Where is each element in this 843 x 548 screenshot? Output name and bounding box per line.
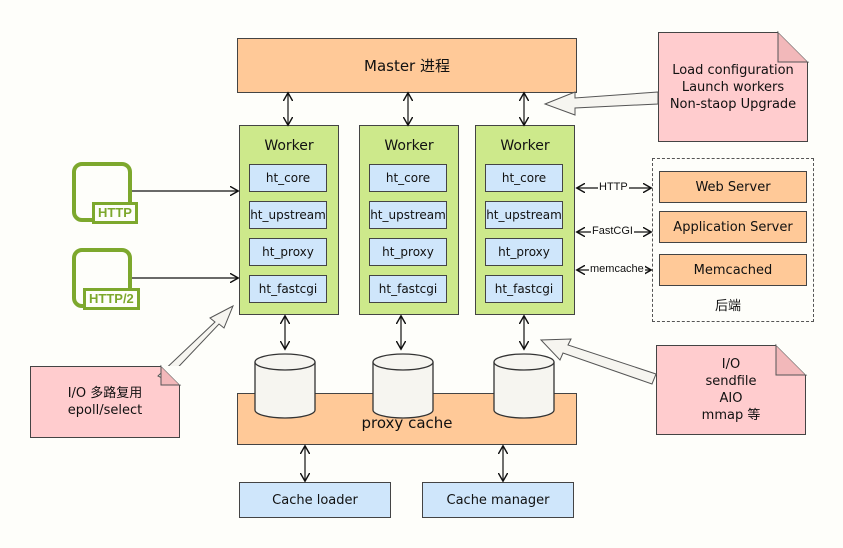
master-note-line: Non-staop Upgrade [669,96,797,112]
module-ht-fastcgi: ht_fastcgi [249,275,327,303]
module-ht-proxy: ht_proxy [369,238,447,266]
master-note-callout-arrow [543,91,659,116]
cache-manager-box: Cache manager [422,482,574,518]
module-ht-upstream: ht_upstream [249,201,327,229]
http2-tag: HTTP/2 [83,288,140,310]
worker-title: Worker [264,138,314,154]
cache-loader-label: Cache loader [272,492,358,508]
cache-loader-box: Cache loader [239,482,391,518]
module-label: ht_core [385,171,431,185]
module-label: ht_fastcgi [258,282,318,296]
module-ht-core: ht_core [369,164,447,192]
server-label: Web Server [695,179,771,195]
module-label: ht_proxy [382,245,434,259]
module-ht-fastcgi: ht_fastcgi [369,275,447,303]
cache-cylinder [254,353,316,419]
io-note-line: epoll/select [67,403,143,418]
module-label: ht_fastcgi [378,282,438,296]
memcached-box: Memcached [659,254,807,286]
module-ht-core: ht_core [485,164,563,192]
master-process-box: Master 进程 [237,38,577,93]
module-label: ht_fastcgi [494,282,554,296]
master-note-line: Load configuration [672,62,794,78]
module-label: ht_proxy [498,245,550,259]
io-note-line: I/O [721,357,741,372]
module-label: ht_core [501,171,547,185]
io-note-line: mmap 等 [701,408,761,423]
cache-cylinder [493,353,555,419]
io-note-line: AIO [719,391,743,406]
master-note-line: Launch workers [681,79,785,95]
io-note-line: sendfile [705,374,757,389]
module-ht-proxy: ht_proxy [249,238,327,266]
module-ht-proxy: ht_proxy [485,238,563,266]
io-multiplex-note: I/O 多路复用 epoll/select [30,366,180,438]
fastcgi-link-label: FastCGI [591,225,634,237]
server-label: Memcached [693,262,773,278]
http-tag: HTTP [92,202,138,224]
worker-title: Worker [500,138,550,154]
http-link-label: HTTP [598,181,629,193]
backend-label: 后端 [715,299,742,314]
memcache-link-label: memcache [589,263,645,275]
module-ht-fastcgi: ht_fastcgi [485,275,563,303]
cache-cylinder [372,353,434,419]
master-note: Load configuration Launch workers Non-st… [658,32,808,142]
cache-manager-label: Cache manager [446,492,550,508]
io-methods-callout-arrow [539,338,657,385]
worker-title: Worker [384,138,434,154]
module-ht-upstream: ht_upstream [369,201,447,229]
module-label: ht_core [265,171,311,185]
module-ht-upstream: ht_upstream [485,201,563,229]
web-server-box: Web Server [659,171,807,203]
application-server-box: Application Server [659,211,807,243]
module-label: ht_upstream [370,208,446,222]
io-note-line: I/O 多路复用 [67,386,143,401]
master-label: Master 进程 [364,57,450,75]
module-ht-core: ht_core [249,164,327,192]
module-label: ht_proxy [262,245,314,259]
module-label: ht_upstream [486,208,562,222]
module-label: ht_upstream [250,208,326,222]
backend-group [652,158,814,322]
proxy-cache-label: proxy cache [361,414,453,432]
server-label: Application Server [673,219,793,235]
